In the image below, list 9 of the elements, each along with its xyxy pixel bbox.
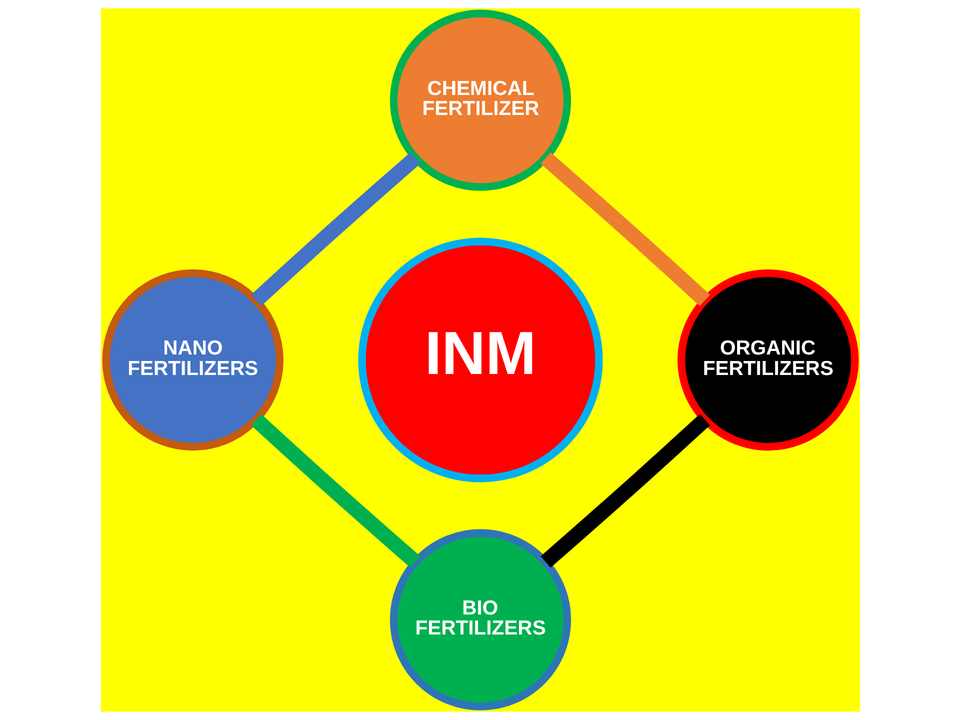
connector (250, 152, 420, 306)
connector (540, 414, 710, 568)
node-circle: BIO FERTILIZERS (389, 529, 571, 710)
connector (250, 414, 420, 568)
node-circle: CHEMICAL FERTILIZER (389, 10, 571, 191)
connector (540, 152, 710, 306)
node-circle: NANO FERTILIZERS (102, 269, 283, 451)
node-circle: INM (358, 238, 602, 482)
node-circle: ORGANIC FERTILIZERS (677, 269, 858, 451)
